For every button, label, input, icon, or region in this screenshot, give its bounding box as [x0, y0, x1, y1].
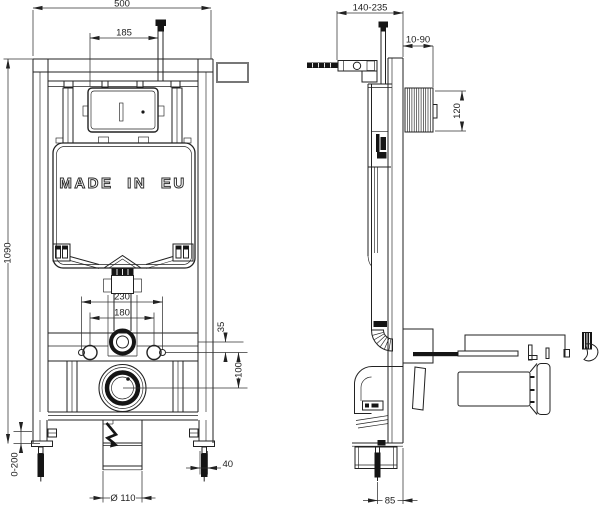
- dim-anchor-offset: 85: [363, 448, 418, 507]
- dim-holes-inner: 180: [89, 308, 155, 345]
- connection-plate: [48, 293, 198, 413]
- detail-box: [216, 62, 249, 83]
- wall-spacer-block: [404, 87, 438, 133]
- side-view: 140-235 10-90 120 85: [307, 3, 599, 507]
- dim-depth-range: 140-235: [336, 3, 404, 60]
- dim-holes-to-drain: 100: [123, 352, 248, 389]
- stop-valve: [307, 21, 388, 84]
- svg-text:0-200: 0-200: [10, 452, 21, 476]
- dim-total-height: 1090: [3, 58, 40, 444]
- panel-slot: [119, 102, 124, 122]
- cistern-tank: MADE IN EU: [52, 136, 196, 294]
- dim-drain-diameter: Ø 110: [89, 471, 156, 504]
- svg-text:140-235: 140-235: [353, 3, 388, 14]
- dim-inlet-offset: 185: [89, 28, 159, 87]
- mounting-hole-left: [82, 344, 98, 361]
- tank-origin-label: MADE IN EU: [59, 175, 186, 192]
- side-foot: [352, 440, 403, 481]
- svg-text:35: 35: [216, 322, 227, 333]
- access-panel-area: [62, 87, 183, 144]
- svg-text:500: 500: [114, 0, 130, 10]
- flow-arrow: [104, 422, 119, 445]
- svg-text:120: 120: [452, 103, 463, 119]
- dim-holes-outer: 230: [81, 292, 163, 349]
- tank-profile: [367, 83, 392, 331]
- frame-profile: [387, 57, 404, 443]
- dim-plate-height: 120: [435, 90, 466, 132]
- dim-flush-to-holes: 35: [166, 322, 248, 363]
- svg-text:185: 185: [116, 28, 132, 39]
- drain-connector: [457, 363, 551, 415]
- svg-text:230: 230: [114, 292, 130, 303]
- dim-total-width: 500: [32, 0, 212, 60]
- dim-leg-adjust: 0-200: [10, 421, 32, 477]
- right-leg: [189, 420, 215, 482]
- spigot-cover: [411, 366, 427, 411]
- sleeve-cap: [582, 332, 599, 362]
- svg-text:10-90: 10-90: [406, 35, 430, 46]
- drain-pipe: [102, 420, 143, 471]
- front-view: MADE IN EU: [3, 0, 249, 504]
- anchor-rod-set: [402, 328, 570, 364]
- svg-text:180: 180: [114, 308, 130, 319]
- water-inlet-pipe: [155, 19, 166, 81]
- mounting-hole-right: [146, 344, 162, 361]
- flush-pipe-opening: [109, 328, 136, 356]
- svg-text:1090: 1090: [3, 242, 14, 263]
- flush-bend: [370, 329, 393, 352]
- svg-text:Ø 110: Ø 110: [110, 493, 135, 504]
- dim-wall-finish: 10-90: [402, 35, 434, 87]
- svg-text:40: 40: [223, 459, 234, 470]
- svg-text:100: 100: [234, 362, 245, 378]
- left-leg: [31, 420, 57, 482]
- drain-elbow: [354, 366, 403, 429]
- dim-anchor-width: 40: [186, 451, 233, 475]
- svg-text:85: 85: [385, 496, 396, 507]
